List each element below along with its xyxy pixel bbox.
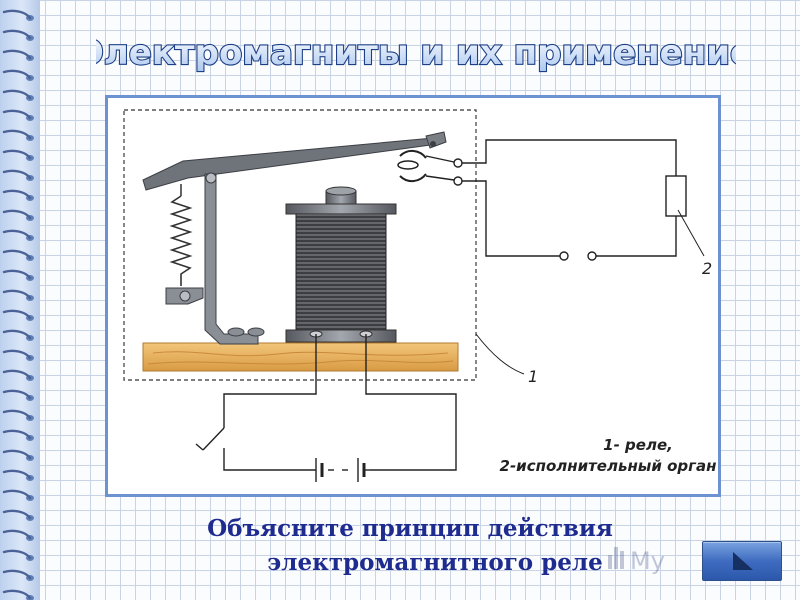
return-spring bbox=[169, 195, 193, 286]
ring bbox=[2, 289, 32, 300]
ring bbox=[2, 169, 32, 180]
ring bbox=[2, 69, 32, 80]
armature-lever bbox=[142, 137, 439, 191]
watermark-text: My bbox=[630, 547, 665, 575]
notebook-rings bbox=[2, 9, 34, 600]
relay-diagram: 2 1 1- реле, 2-исполнительный орган bbox=[123, 109, 717, 482]
ring bbox=[2, 229, 32, 240]
ring bbox=[2, 189, 32, 200]
legend-line-2: 2-исполнительный орган bbox=[500, 457, 717, 475]
notebook-spine bbox=[0, 0, 40, 600]
ring bbox=[2, 209, 32, 220]
ring bbox=[2, 389, 32, 400]
ring bbox=[2, 109, 32, 120]
ring bbox=[2, 309, 32, 320]
ring bbox=[2, 269, 32, 280]
watermark-logo: My bbox=[608, 547, 665, 575]
ring bbox=[2, 509, 32, 520]
label-1: 1 bbox=[528, 367, 538, 386]
executive-circuit bbox=[462, 139, 677, 257]
caption-line-2: электромагнитного реле bbox=[267, 549, 603, 576]
bar-chart-icon bbox=[608, 547, 624, 569]
ring bbox=[2, 529, 32, 540]
ring bbox=[2, 449, 32, 460]
ring bbox=[2, 249, 32, 260]
ring bbox=[2, 569, 32, 580]
ring bbox=[2, 409, 32, 420]
ring bbox=[2, 589, 32, 600]
relay-diagram-frame: 2 1 1- реле, 2-исполнительный орган bbox=[105, 95, 721, 497]
slide-title: Электромагниты и их применение bbox=[96, 32, 736, 74]
ring bbox=[2, 89, 32, 100]
ring bbox=[2, 429, 32, 440]
ring bbox=[2, 49, 32, 60]
ring bbox=[2, 329, 32, 340]
ring bbox=[2, 129, 32, 140]
executive-device bbox=[665, 175, 687, 217]
slide-title-text: Электромагниты и их применение bbox=[96, 33, 736, 73]
control-circuit bbox=[195, 334, 457, 482]
wooden-base bbox=[142, 342, 459, 372]
ring bbox=[2, 349, 32, 360]
relay-boundary bbox=[123, 109, 477, 381]
electromagnet-coil bbox=[295, 213, 387, 331]
ring bbox=[2, 489, 32, 500]
ring bbox=[2, 29, 32, 40]
next-slide-button[interactable] bbox=[702, 541, 782, 581]
ring bbox=[2, 469, 32, 480]
ring bbox=[2, 149, 32, 160]
ring bbox=[2, 369, 32, 380]
armature-bracket bbox=[204, 173, 259, 345]
navigate-next-icon bbox=[729, 550, 755, 572]
label-2: 2 bbox=[702, 259, 712, 278]
legend-line-1: 1- реле, bbox=[603, 436, 673, 454]
ring bbox=[2, 549, 32, 560]
ring bbox=[2, 9, 32, 20]
caption-line-1: Объясните принцип действия bbox=[207, 515, 613, 542]
slide-caption: Объясните принцип действия электромагнит… bbox=[160, 512, 660, 580]
